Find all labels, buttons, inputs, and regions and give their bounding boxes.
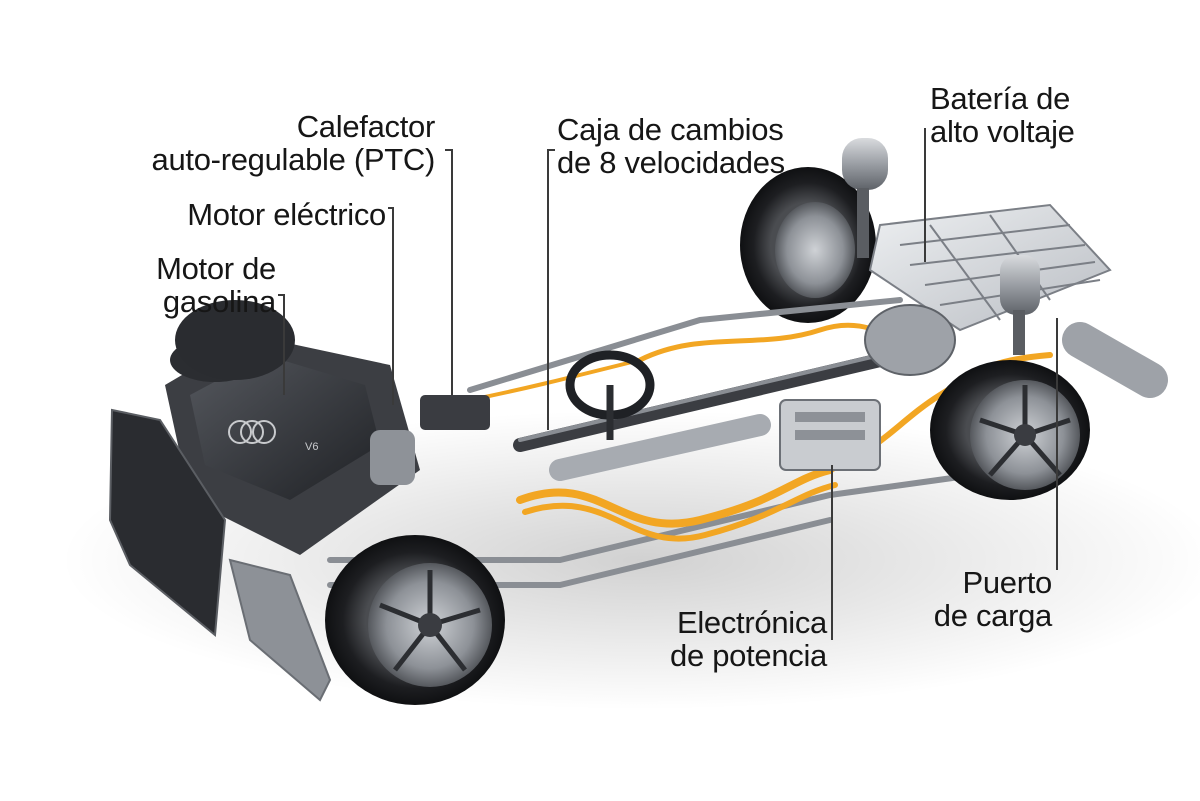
rear-near-air-spring <box>1000 255 1040 355</box>
label-gearbox-line-2: de 8 velocidades <box>557 146 785 179</box>
label-hv-battery-line-1: Batería de <box>930 82 1075 115</box>
engine-badge: V6 <box>305 441 318 453</box>
label-charging-port-line-1: Puerto <box>912 566 1052 599</box>
label-ptc-heater-line-1: Calefactor <box>135 110 435 143</box>
rear-near-wheel <box>930 360 1090 500</box>
label-hv-battery: Batería de alto voltaje <box>930 82 1075 148</box>
rear-far-wheel <box>740 167 876 323</box>
label-power-electronics-line-2: de potencia <box>640 639 827 672</box>
power-electronics-unit <box>780 400 880 470</box>
label-hv-battery-line-2: alto voltaje <box>930 115 1075 148</box>
label-electric-motor: Motor eléctrico <box>160 198 386 231</box>
rear-differential <box>865 305 955 375</box>
label-electric-motor-line-1: Motor eléctrico <box>160 198 386 231</box>
label-gearbox: Caja de cambios de 8 velocidades <box>557 113 785 179</box>
front-near-wheel <box>325 535 505 705</box>
label-charging-port: Puerto de carga <box>912 566 1052 632</box>
label-ptc-heater: Calefactor auto-regulable (PTC) <box>135 110 435 176</box>
label-power-electronics: Electrónica de potencia <box>640 606 827 672</box>
label-gasoline-engine-line-1: Motor de <box>130 252 276 285</box>
label-gasoline-engine-line-2: gasolina <box>130 285 276 318</box>
label-power-electronics-line-1: Electrónica <box>640 606 827 639</box>
label-ptc-heater-line-2: auto-regulable (PTC) <box>135 143 435 176</box>
label-gearbox-line-1: Caja de cambios <box>557 113 785 146</box>
label-charging-port-line-2: de carga <box>912 599 1052 632</box>
label-gasoline-engine: Motor de gasolina <box>130 252 276 318</box>
